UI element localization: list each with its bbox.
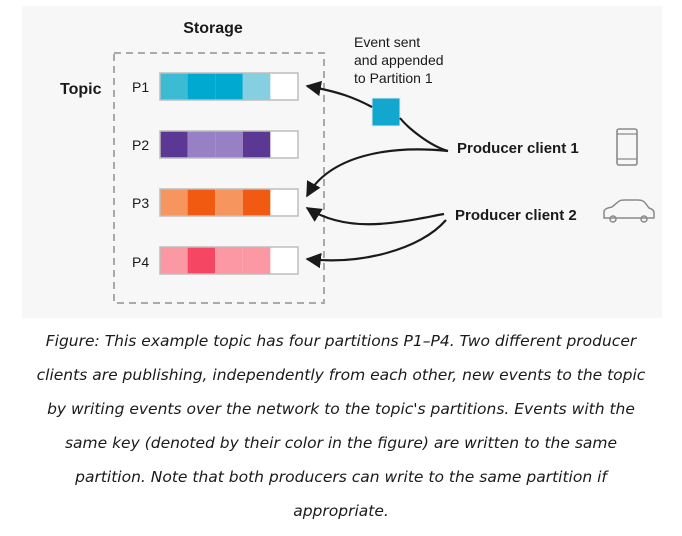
- diagram-background: [22, 6, 662, 318]
- partition-cell: [215, 131, 243, 158]
- car-icon: [603, 199, 655, 223]
- event-note-line: and appended: [354, 52, 444, 68]
- smartphone-icon: [616, 128, 638, 166]
- event-square: [371, 97, 401, 127]
- partition-cell: [215, 189, 243, 216]
- arrow-producer2-to-p3: [305, 207, 445, 226]
- partition-cell: [270, 247, 298, 274]
- producer2-label: Producer client 2: [455, 207, 577, 224]
- event-note: Event sent and appended to Partition 1: [354, 34, 447, 86]
- partition-cell: [242, 189, 271, 216]
- event-note-line: to Partition 1: [354, 70, 433, 86]
- partition-cell: [160, 131, 188, 158]
- arrow-producer1-to-p3: [306, 148, 449, 198]
- partition-cell: [187, 131, 216, 158]
- partition-cell: [187, 73, 216, 100]
- partition-cell: [242, 73, 271, 100]
- storage-label: Storage: [183, 20, 243, 37]
- partition-row: [159, 130, 299, 159]
- partition-row: [159, 72, 299, 101]
- partition-cell: [160, 73, 188, 100]
- partitions: [159, 72, 299, 275]
- partition-label: P4: [132, 254, 149, 270]
- partition-cell: [187, 247, 216, 274]
- partition-cell: [215, 73, 243, 100]
- partition-cell: [160, 189, 188, 216]
- partition-cell: [242, 247, 271, 274]
- partition-label: P2: [132, 137, 149, 153]
- partition-cell: [215, 247, 243, 274]
- arrow-event-to-p1: [305, 80, 373, 108]
- partition-cell: [160, 247, 188, 274]
- arrow-producer1-to-event: [399, 117, 449, 153]
- storage-box: [113, 52, 325, 304]
- event-note-line: Event sent: [354, 34, 420, 50]
- partition-label: P3: [132, 195, 149, 211]
- arrow-producer2-to-p4: [305, 219, 447, 269]
- figure-caption: Figure: This example topic has four part…: [36, 332, 646, 520]
- partition-cell: [270, 73, 298, 100]
- partition-cell: [270, 189, 298, 216]
- partition-outline: [159, 72, 299, 101]
- partition-cell: [242, 131, 271, 158]
- partition-outline: [159, 188, 299, 217]
- partition-cell: [270, 131, 298, 158]
- partition-row: [159, 246, 299, 275]
- producer1-label: Producer client 1: [457, 140, 579, 157]
- partition-outline: [159, 246, 299, 275]
- partition-cell: [187, 189, 216, 216]
- partition-outline: [159, 130, 299, 159]
- partition-label: P1: [132, 79, 149, 95]
- topic-label: Topic: [60, 81, 102, 98]
- partition-row: [159, 188, 299, 217]
